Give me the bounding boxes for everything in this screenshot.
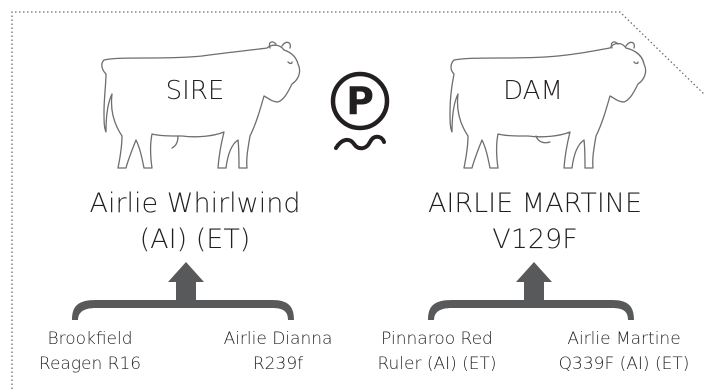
sire-parent-1-line2: Reagen R16	[38, 354, 142, 374]
dam-bracket	[428, 262, 634, 320]
dam-parent-2-line2: Q339F (AI) (ET)	[558, 354, 690, 374]
sire-parent-2-line1: Airlie Dianna	[223, 329, 333, 349]
dam-parent-1-line2: Ruler (AI) (ET)	[377, 354, 497, 374]
sire-name-line1: Airlie Whirlwind	[89, 188, 301, 219]
dam-name: AIRLIE MARTINE V129F	[400, 186, 670, 258]
sire-label: SIRE	[165, 76, 225, 106]
dam-cow-outline	[449, 41, 647, 169]
dam-parent-2-line1: Airlie Martine	[567, 329, 681, 349]
dam-name-line2: V129F	[492, 224, 578, 255]
dam-parent-1: Pinnaroo Red Ruler (AI) (ET)	[362, 327, 512, 377]
polled-p-icon: P	[330, 71, 390, 151]
dam-label: DAM	[503, 76, 563, 106]
sire-parent-2: Airlie Dianna R239f	[208, 327, 348, 377]
dam-parent-1-line1: Pinnaroo Red	[381, 329, 493, 349]
sire-cow-outline	[101, 41, 301, 169]
dam-name-line1: AIRLIE MARTINE	[427, 188, 643, 219]
sire-name: Airlie Whirlwind (AI) (ET)	[60, 186, 330, 258]
sire-bracket	[72, 262, 294, 320]
sire-parent-1-line1: Brookfield	[47, 329, 133, 349]
dam-parent-2: Airlie Martine Q339F (AI) (ET)	[548, 327, 700, 377]
sire-parent-1: Brookfield Reagen R16	[20, 327, 160, 377]
sire-parent-2-line2: R239f	[252, 354, 304, 374]
sire-name-line2: (AI) (ET)	[139, 224, 251, 255]
logo-letter: P	[346, 79, 374, 123]
